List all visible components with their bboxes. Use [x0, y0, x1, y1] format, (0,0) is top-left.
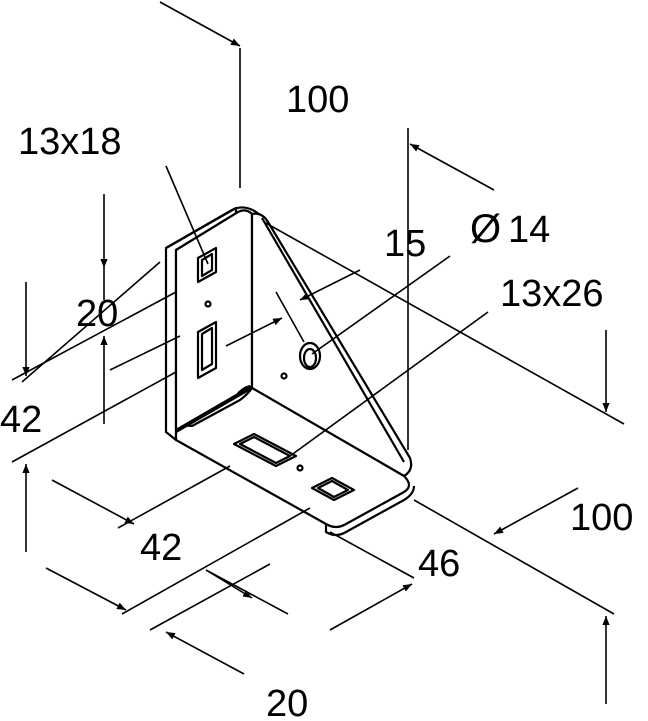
- dim-42-ext-top: [11, 291, 177, 381]
- dim-arrow-phi14: [409, 143, 495, 191]
- gusset-round-hole: [298, 341, 322, 371]
- inner-fold: [235, 384, 251, 397]
- label-42-left: 42: [0, 399, 42, 441]
- dim-arrow-20b-c: [205, 569, 253, 599]
- dim-42-ext-bottom: [11, 371, 177, 463]
- label-42-bottom: 42: [140, 527, 182, 569]
- gusset-round-hole-inner: [302, 347, 318, 369]
- vertical-small-hole: [204, 300, 212, 308]
- label-100-right: 100: [570, 497, 633, 539]
- leader-13x26: [289, 311, 489, 457]
- label-phi14: 14: [508, 209, 550, 251]
- label-phi-symbol: Ø: [470, 207, 501, 251]
- vertical-slot-upper: [196, 246, 218, 284]
- leader-phi14: [311, 255, 451, 355]
- vertical-slot-lower-inner: [200, 326, 214, 372]
- base-slot-small: [310, 476, 356, 502]
- label-13x26: 13x26: [500, 273, 604, 315]
- label-46: 46: [418, 543, 460, 585]
- dim-46-ext-1: [329, 531, 415, 579]
- dim-20-ext-mid: [109, 335, 181, 371]
- base-plate-front: [174, 432, 416, 537]
- dim-arrow-15: [299, 269, 361, 301]
- base-slot-small-inner: [316, 479, 350, 499]
- base-fold: [175, 387, 253, 433]
- dim-46-line: [329, 583, 413, 631]
- base-slot-large: [232, 432, 298, 468]
- dim-arrow-20b-a: [45, 567, 127, 611]
- vertical-slot-lower: [196, 320, 218, 380]
- dim-line-gusset-ext: [263, 221, 625, 425]
- dimension-lines: [11, 1, 625, 704]
- label-20-bottom: 20: [266, 683, 308, 721]
- leader-13x18: [165, 165, 209, 265]
- dim-arrow-15-b: [225, 317, 283, 347]
- label-100-top: 100: [286, 79, 349, 121]
- dim-42b-ext-2: [121, 507, 311, 615]
- dim-15-ext: [275, 291, 305, 343]
- dim-20b-ext-1: [149, 563, 271, 631]
- label-15: 15: [384, 223, 426, 265]
- plate-top-edge: [165, 206, 265, 249]
- dimension-labels: 100 13x18 Ø 14 15 13x26 20 42 42 46 100 …: [0, 79, 633, 721]
- dim-arrow-100-top: [159, 1, 241, 47]
- dim-42b-ext-1: [117, 465, 231, 529]
- dim-arrow-20b-b: [165, 631, 245, 675]
- label-20-left: 20: [76, 293, 118, 335]
- angle-bracket: [164, 206, 416, 537]
- base-small-hole: [296, 464, 304, 472]
- dim-arrow-42b-a: [51, 479, 135, 525]
- vertical-slot-upper-inner: [200, 252, 214, 278]
- dim-arrow-100r: [493, 487, 579, 535]
- gusset-small-hole: [280, 372, 288, 380]
- label-13x18: 13x18: [18, 121, 122, 163]
- dim-100r-ext: [413, 499, 615, 615]
